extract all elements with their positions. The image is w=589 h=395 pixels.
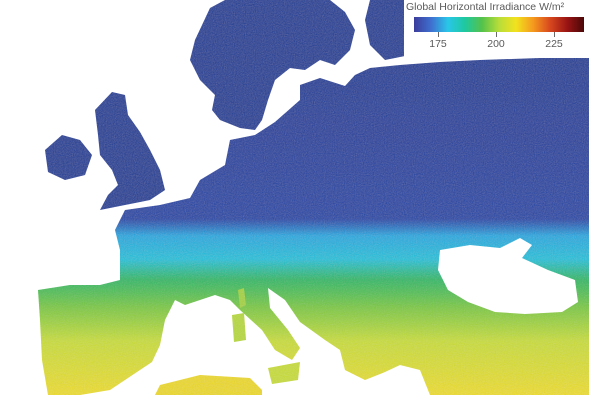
legend-tick [554, 32, 555, 37]
ireland [45, 135, 92, 180]
great-britain [95, 92, 165, 210]
legend-tick-label: 225 [545, 38, 563, 50]
scandinavia [190, 0, 355, 130]
mainland-europe [38, 56, 589, 395]
sardinia [232, 313, 246, 342]
legend-tick [438, 32, 439, 37]
legend-title: Global Horizontal Irradiance W/m² [406, 1, 565, 13]
legend-color-bar [414, 17, 584, 32]
corsica [238, 288, 246, 308]
north-africa [155, 375, 262, 395]
legend-tick-label: 175 [429, 38, 447, 50]
black-sea [438, 238, 578, 314]
legend-tick-label: 200 [487, 38, 505, 50]
sicily [268, 362, 300, 384]
legend-tick [496, 32, 497, 37]
legend: Global Horizontal Irradiance W/m² 175 20… [404, 0, 589, 58]
